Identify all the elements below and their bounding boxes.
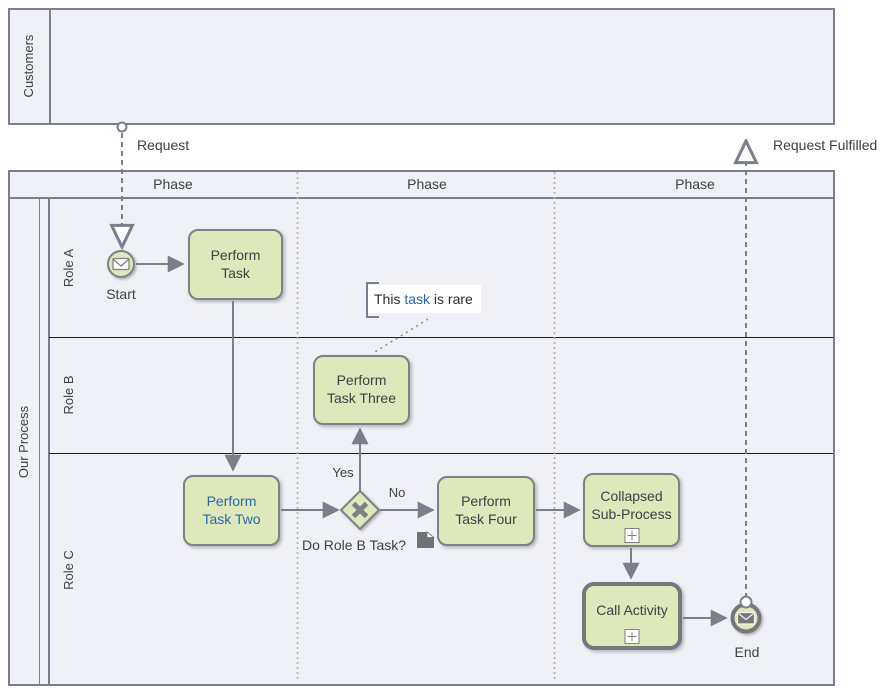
lane-label-role-b: Role B: [61, 375, 76, 415]
text-annotation[interactable]: This task is rare: [368, 285, 481, 313]
request-fulfilled-flow-label: Request Fulfilled: [773, 137, 878, 153]
exclusive-gateway[interactable]: [339, 489, 381, 531]
phase-header-divider: [9, 197, 834, 199]
gateway-label: Do Role B Task?: [302, 537, 407, 553]
task-perform-task-three[interactable]: Perform Task Three: [313, 355, 410, 425]
lane-divider-a-b: [49, 337, 833, 338]
pool-customers[interactable]: [8, 8, 835, 125]
lane-label-role-c: Role C: [61, 550, 76, 590]
task-label: Perform Task: [210, 246, 261, 281]
lane-left-border: [48, 199, 50, 684]
pool-our-process[interactable]: [8, 170, 835, 686]
annotation-text: This: [374, 291, 405, 307]
call-activity[interactable]: Call Activity: [582, 582, 682, 650]
task-label: Call Activity: [596, 602, 668, 619]
task-label: Perform Task Four: [455, 493, 517, 527]
start-event[interactable]: [107, 250, 135, 278]
task-perform-task-four[interactable]: Perform Task Four: [437, 476, 535, 546]
expand-plus-icon[interactable]: [624, 528, 639, 543]
task-perform-task[interactable]: Perform Task: [188, 229, 283, 300]
end-event-label: End: [734, 644, 760, 660]
phase-header-2: Phase: [407, 176, 447, 192]
request-flow-label: Request: [137, 137, 190, 153]
message-envelope-icon: [112, 257, 130, 271]
start-event-label: Start: [106, 286, 136, 302]
phase-header-3: Phase: [675, 176, 715, 192]
x-marker-icon: [351, 501, 369, 519]
process-label-divider: [39, 199, 40, 684]
end-event[interactable]: [730, 602, 762, 634]
document-icon[interactable]: [417, 531, 436, 548]
collapsed-sub-process[interactable]: Collapsed Sub-Process: [583, 473, 680, 547]
task-link-label[interactable]: Perform Task Two: [202, 492, 261, 527]
task-label: Collapsed Sub-Process: [591, 488, 672, 522]
customers-label-divider: [49, 10, 51, 123]
no-flow-label: No: [388, 485, 406, 500]
pool-label-our-process: Our Process: [16, 405, 31, 479]
yes-flow-label: Yes: [332, 465, 354, 480]
lane-label-role-a: Role A: [61, 248, 76, 288]
annotation-task-link[interactable]: task: [404, 291, 431, 307]
task-perform-task-two[interactable]: Perform Task Two: [183, 475, 280, 546]
task-label: Perform Task Three: [327, 372, 396, 406]
lane-divider-b-c: [49, 453, 833, 454]
annotation-text: is rare: [430, 291, 473, 307]
phase-header-1: Phase: [153, 176, 193, 192]
pool-label-customers: Customers: [21, 34, 36, 98]
expand-plus-icon[interactable]: [624, 629, 640, 644]
